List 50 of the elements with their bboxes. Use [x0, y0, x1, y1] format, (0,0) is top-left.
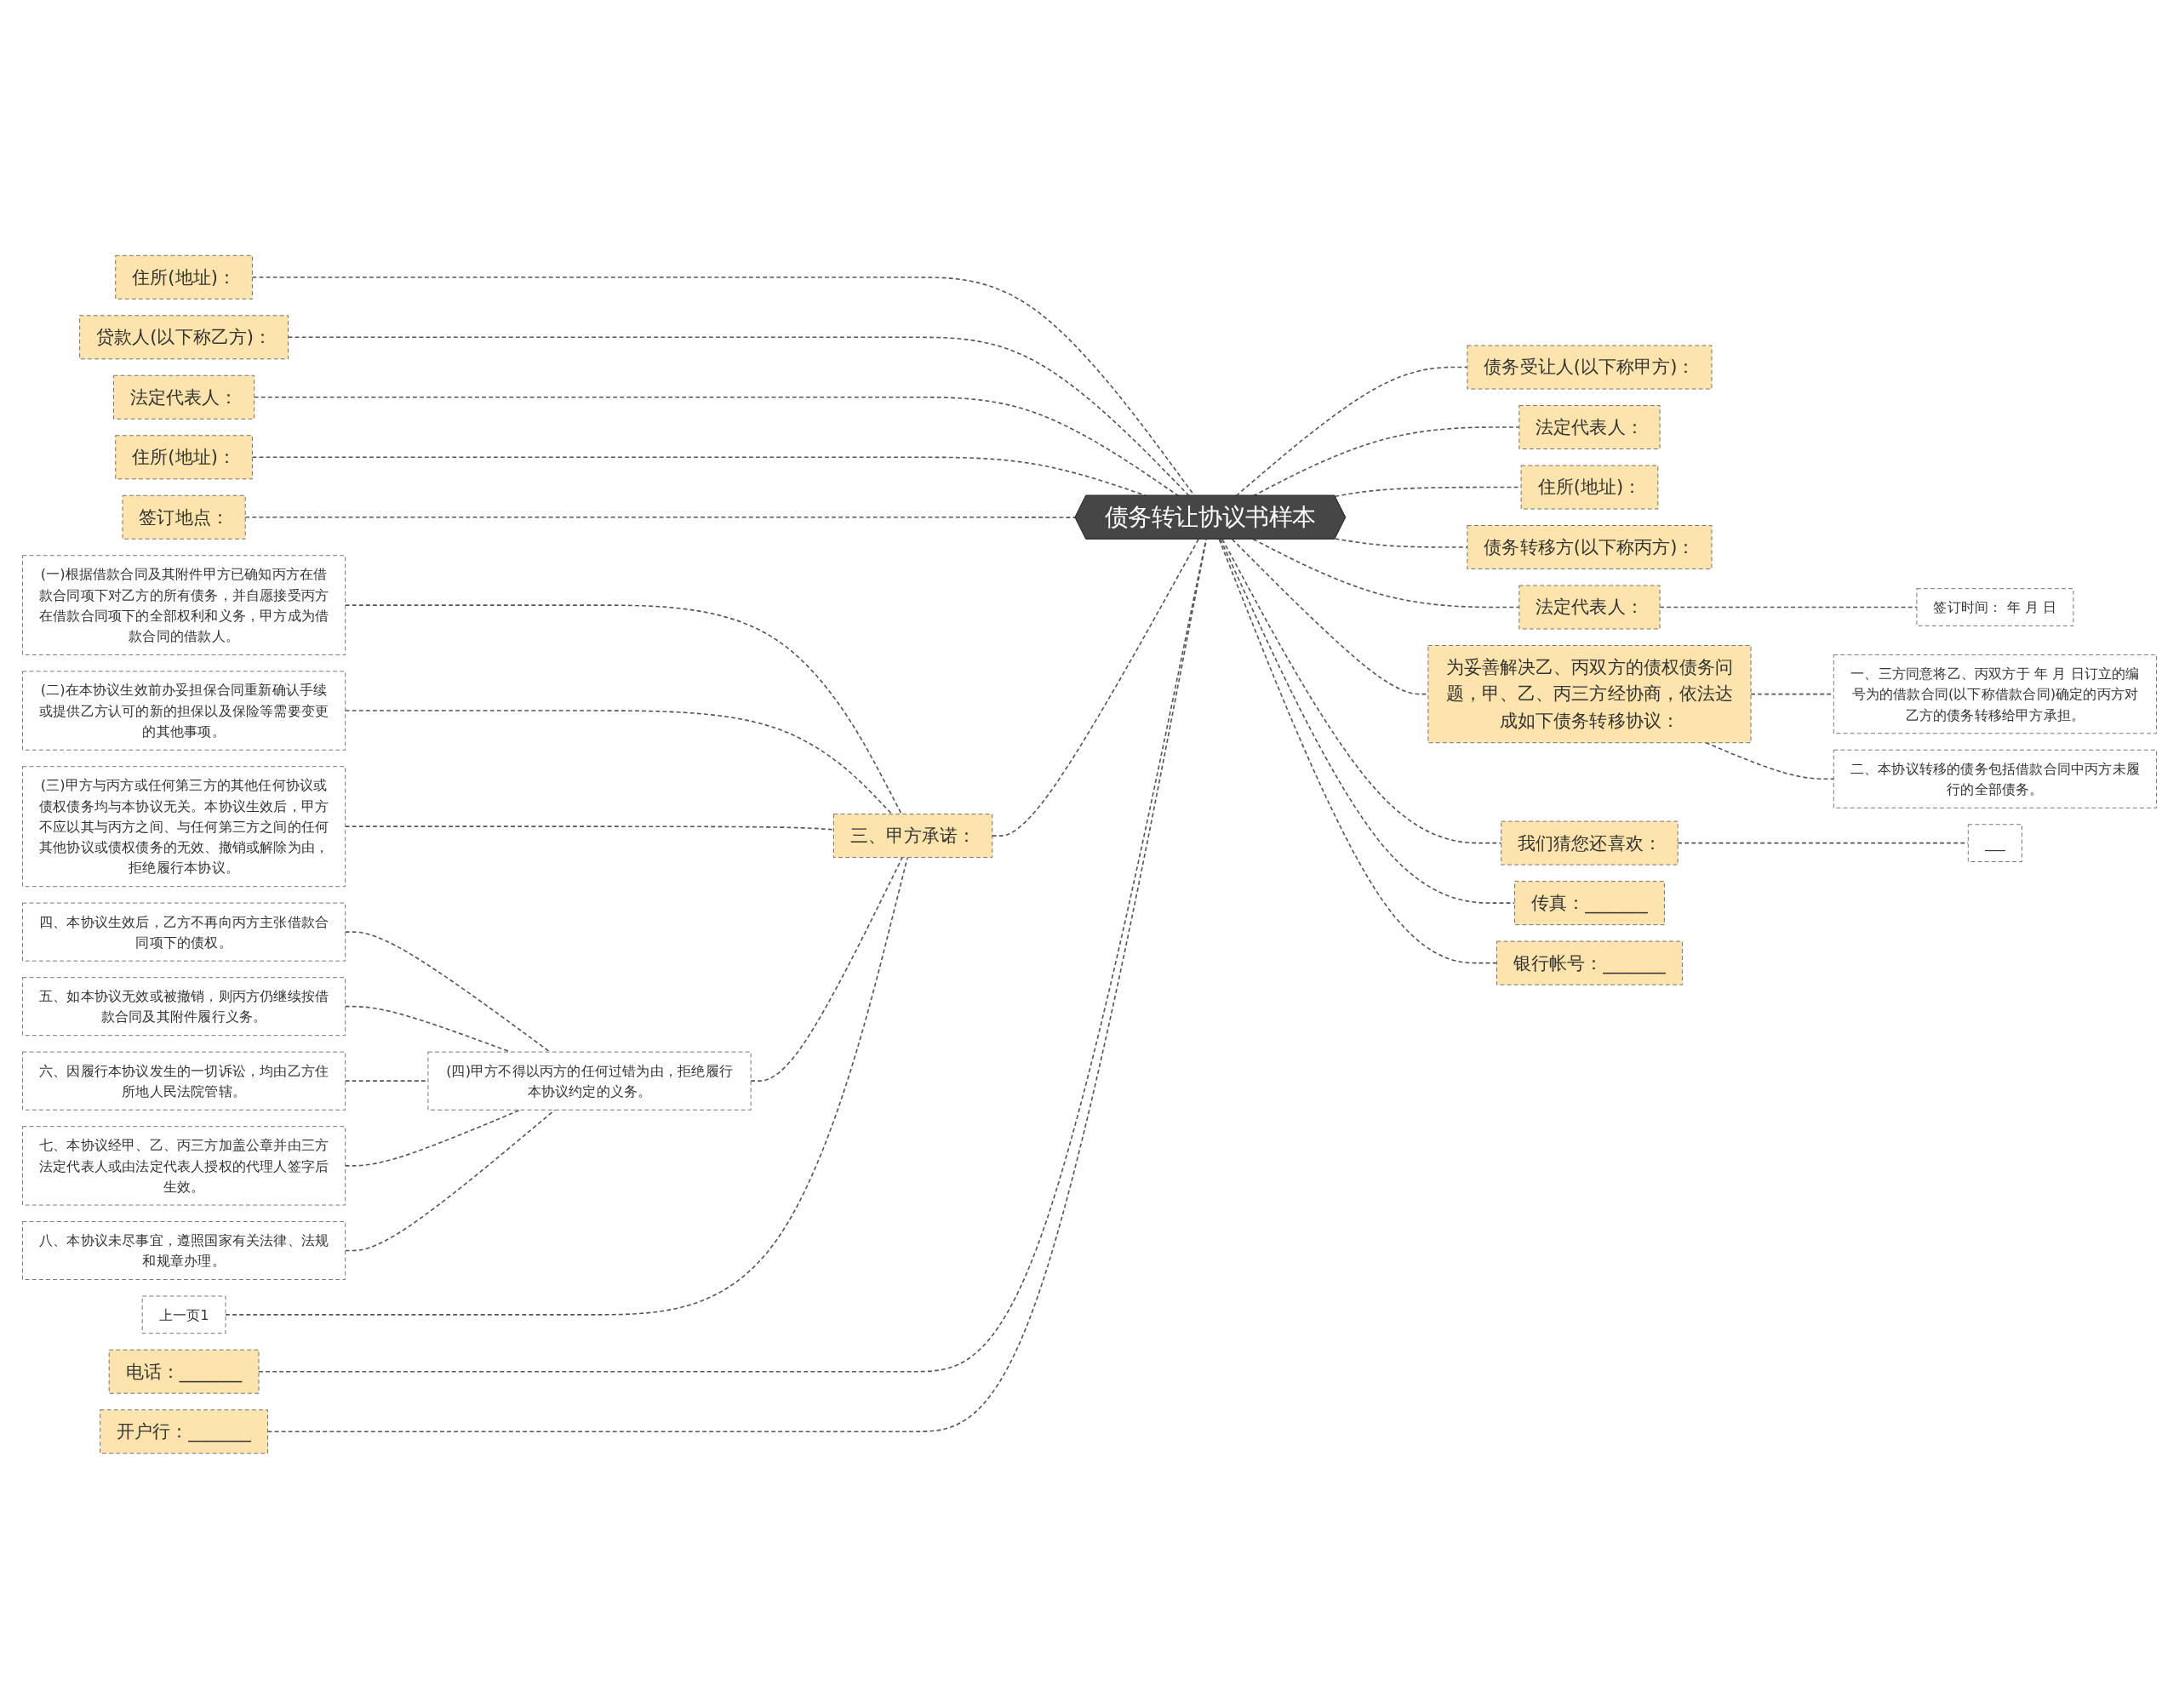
node-box: 债务转移方(以下称丙方)：	[1467, 524, 1713, 569]
node-box: 传真：_______	[1514, 880, 1665, 925]
node-box: 八、本协议未尽事宜，遵照国家有关法律、法规和规章办理。	[22, 1220, 346, 1280]
connector	[225, 856, 908, 1316]
node-box: 一、三方同意将乙、丙双方于 年 月 日订立的编号为的借款合同(以下称借款合同)确定的丙方对乙方的债务转移给甲方承担。	[1833, 654, 2157, 734]
connector	[1705, 741, 1835, 780]
node-box: 七、本协议经甲、乙、丙三方加盖公章并由三方法定代表人或由法定代表人授权的代理人签字后生效。	[22, 1125, 346, 1205]
node-box: 为妥善解决乙、丙双方的债权债务问题，甲、乙、丙三方经协商，依法达成如下债务转移协议：	[1427, 644, 1752, 743]
connector	[1235, 366, 1468, 496]
node-box: 三、甲方承诺：	[832, 813, 993, 858]
node-box: 住所(地址)：	[115, 434, 253, 479]
connector	[750, 856, 903, 1082]
node-box: 二、本协议转移的债务包括借款合同中丙方未履行的全部债务。	[1833, 749, 2157, 808]
connector	[344, 825, 835, 831]
node-box: 电话：_______	[108, 1349, 260, 1394]
node-box: (三)甲方与丙方或任何第三方的其他任何协议或债权债务均与本协议无关。本协议生效后，甲方不应以其与丙方之间、与任何第三方之间的任何其他协议或债权债务的无效、撤销或解除为由，拒绝履行本协议。	[22, 765, 346, 887]
node-box: 债务受让人(以下称甲方)：	[1467, 345, 1713, 389]
node-box: 法定代表人：	[1518, 585, 1661, 629]
connector	[1659, 606, 1918, 608]
connector	[1221, 538, 1502, 843]
node-box: 住所(地址)：	[115, 254, 253, 300]
connector	[344, 603, 902, 814]
connector	[244, 516, 1077, 518]
node-box: 银行帐号：_______	[1496, 940, 1683, 985]
node-box: 签订时间： 年 月 日	[1916, 587, 2074, 626]
node-box: 六、因履行本协议发生的一切诉讼，均由乙方住所地人民法院管辖。	[22, 1051, 346, 1111]
connector	[344, 1108, 556, 1251]
connector	[344, 709, 893, 814]
connector	[1218, 538, 1498, 963]
connector	[1252, 538, 1520, 608]
node-box: ___	[1967, 823, 2022, 862]
connector	[344, 930, 552, 1053]
node-box: 五、如本协议无效或被撤销，则丙方仍继续按借款合同及其附件履行义务。	[22, 976, 346, 1036]
node-box: 开户行：_______	[100, 1408, 268, 1454]
connector	[1220, 538, 1516, 904]
node-box: 签订地点：	[122, 494, 246, 540]
node-box: 法定代表人：	[1518, 404, 1661, 449]
node-box: 上一页1	[141, 1295, 226, 1334]
connector	[991, 538, 1199, 837]
node-box: (四)甲方不得以丙方的任何过错为由，拒绝履行本协议约定的义务。	[427, 1051, 752, 1111]
node-box: 我们猜您还喜欢：	[1501, 820, 1679, 865]
node-box: (二)在本协议生效前办妥担保合同重新确认手续或提供乙方认可的新的担保以及保险等需要变更的其他事项。	[22, 670, 346, 751]
node-box: 住所(地址)：	[1520, 465, 1659, 509]
connector	[344, 1108, 521, 1167]
node-box: (一)根据借款合同及其附件甲方已确知丙方在借款合同项下对乙方的所有债务，并自愿接受丙方在借款合同项下的全部权利和义务，甲方成为借款合同的借款人。	[22, 554, 346, 655]
node-box: 法定代表人：	[113, 374, 255, 420]
connector	[251, 276, 1196, 496]
connector	[287, 335, 1190, 496]
node-box: 四、本协议生效后，乙方不再向丙方主张借款合同项下的债权。	[22, 902, 346, 962]
node-box: 贷款人(以下称乙方)：	[79, 314, 289, 359]
